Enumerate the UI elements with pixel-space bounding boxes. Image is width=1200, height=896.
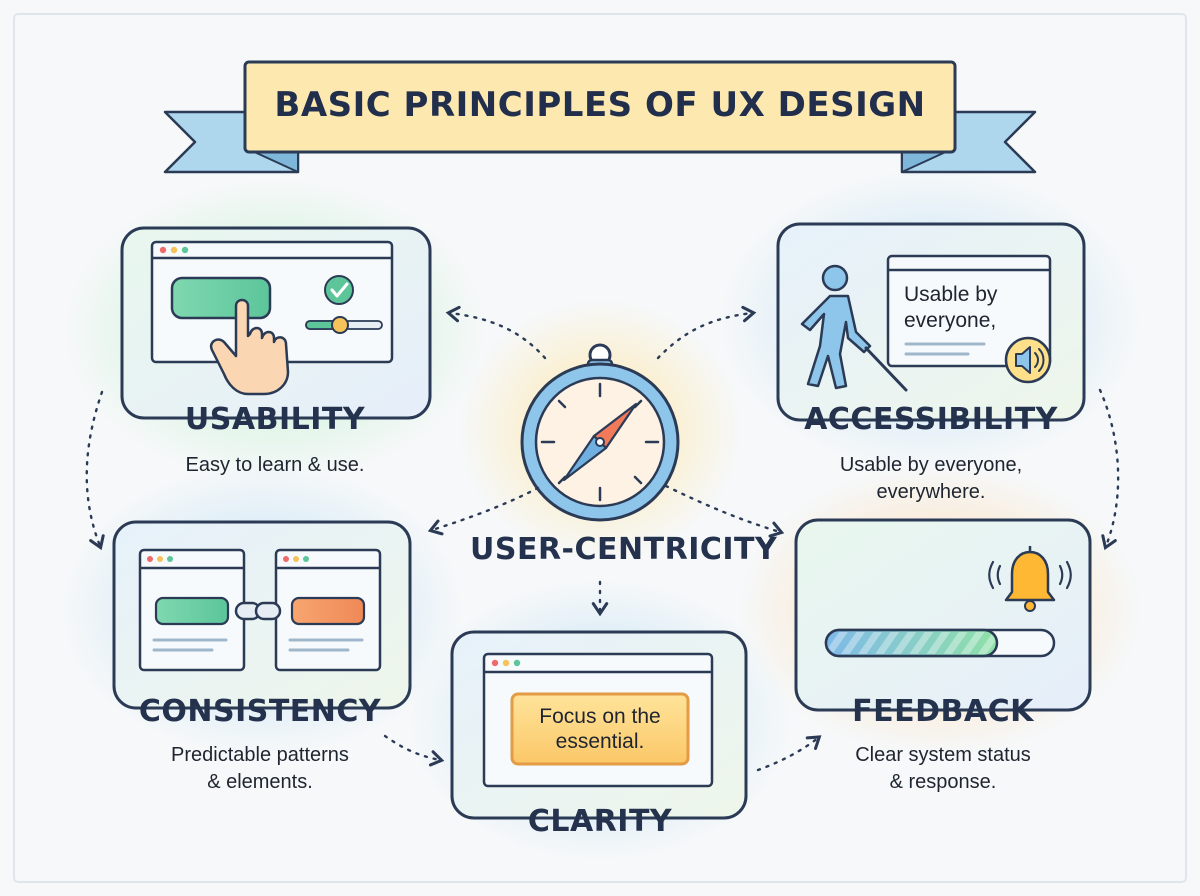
- accessibility-desc: Usable by everyone, everywhere.: [839, 454, 1023, 503]
- speaker-icon: [1004, 336, 1052, 384]
- consistency-card: [112, 520, 412, 710]
- progress-bar-stripes: [828, 632, 995, 654]
- feedback-desc: Clear system status & response.: [855, 744, 1031, 793]
- slider-icon: [305, 316, 383, 334]
- compass-icon: [520, 343, 680, 522]
- clarity-title: CLARITY: [527, 804, 673, 839]
- check-icon: [324, 275, 354, 305]
- arrow-accessibility-to-feedback: [1098, 388, 1120, 551]
- arrow-to-feedback: [664, 484, 785, 538]
- pointer-hand-icon: [209, 298, 290, 396]
- walking-person-icon: [800, 264, 872, 390]
- arrow-usability-to-consistency: [85, 390, 105, 551]
- arrow-clarity-to-feedback: [756, 735, 822, 772]
- page-title: BASIC PRINCIPLES OF UX DESIGN: [274, 85, 926, 125]
- chain-link-icon: [234, 601, 282, 621]
- usability-card: [120, 226, 432, 420]
- title-banner: [163, 60, 1037, 174]
- cane-icon: [864, 346, 908, 392]
- arrow-to-accessibility: [656, 305, 757, 360]
- clarity-card: [450, 630, 748, 820]
- center-label: USER-CENTRICITY: [470, 532, 778, 567]
- accessibility-title: ACCESSIBILITY: [804, 402, 1058, 437]
- arrow-to-consistency: [427, 486, 540, 536]
- connector-arrows: [85, 305, 1120, 772]
- accessibility-card: [776, 222, 1086, 422]
- consistency-title: CONSISTENCY: [138, 694, 382, 729]
- usability-title: USABILITY: [184, 402, 366, 437]
- clarity-screen-text: Focus on the essential.: [539, 705, 661, 753]
- arrow-consistency-to-clarity: [383, 734, 445, 767]
- arrow-to-usability: [445, 305, 547, 360]
- usability-desc: Easy to learn & use.: [185, 454, 365, 476]
- feedback-card: [794, 518, 1092, 712]
- consistency-desc: Predictable patterns & elements.: [171, 744, 349, 793]
- page-frame: [13, 13, 1187, 883]
- feedback-title: FEEDBACK: [852, 694, 1034, 729]
- bell-icon: [988, 546, 1072, 612]
- accessibility-screen-text: Usable by everyone,: [904, 283, 998, 332]
